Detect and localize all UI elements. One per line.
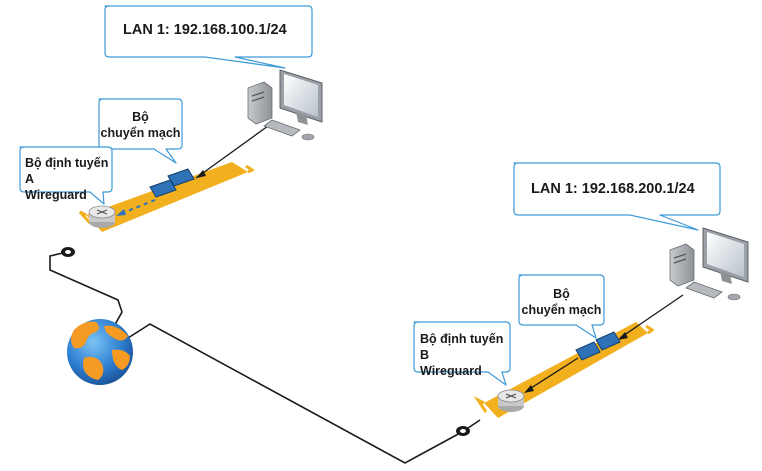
site-a-platform: [78, 162, 255, 232]
router-b-callout: [413, 321, 511, 386]
lan-a-label: LAN 1: 192.168.100.1/24: [123, 22, 287, 38]
computer-icon: [669, 227, 749, 301]
switch-b-label-line1: Bộ: [553, 287, 570, 301]
switch-icon: [575, 331, 621, 361]
cable-connector-icon: [456, 426, 470, 436]
wan-cable-a: [49, 251, 123, 331]
router-a-label-line2: Wireguard: [25, 188, 87, 202]
switch-a-callout: [98, 98, 183, 164]
lan-b-link: [618, 294, 684, 340]
router-b-label: Bộ định tuyến B Wireguard: [420, 331, 510, 379]
switch-b-label: Bộ chuyển mạch: [519, 286, 604, 318]
switch-b-label-line2: chuyển mạch: [521, 303, 602, 317]
switch-icon: [149, 168, 195, 198]
computer-icon: [247, 69, 323, 141]
router-icon: [88, 205, 116, 228]
tunnel-a-link: [116, 199, 156, 216]
switch-b-callout: [518, 274, 605, 339]
lan-b-label: LAN 1: 192.168.200.1/24: [531, 181, 695, 197]
lan-a-callout: [104, 5, 313, 69]
router-a-callout: [19, 146, 113, 205]
switch-a-label: Bộ chuyển mạch: [99, 109, 182, 141]
router-icon: [497, 389, 525, 412]
switch-a-label-line2: chuyển mạch: [100, 126, 181, 140]
router-a-label-line1: Bộ định tuyến A: [25, 156, 109, 186]
switch-a-label-line1: Bộ: [132, 110, 149, 124]
lan-b-callout: [513, 162, 721, 231]
router-a-label: Bộ định tuyến A Wireguard: [25, 155, 113, 203]
globe-icon: [67, 319, 133, 385]
router-b-label-line1: Bộ định tuyến B: [420, 332, 504, 362]
tunnel-b-link: [524, 357, 579, 393]
lan-a-link: [195, 125, 269, 179]
router-b-label-line2: Wireguard: [420, 364, 482, 378]
cable-connector-icon: [61, 247, 75, 257]
